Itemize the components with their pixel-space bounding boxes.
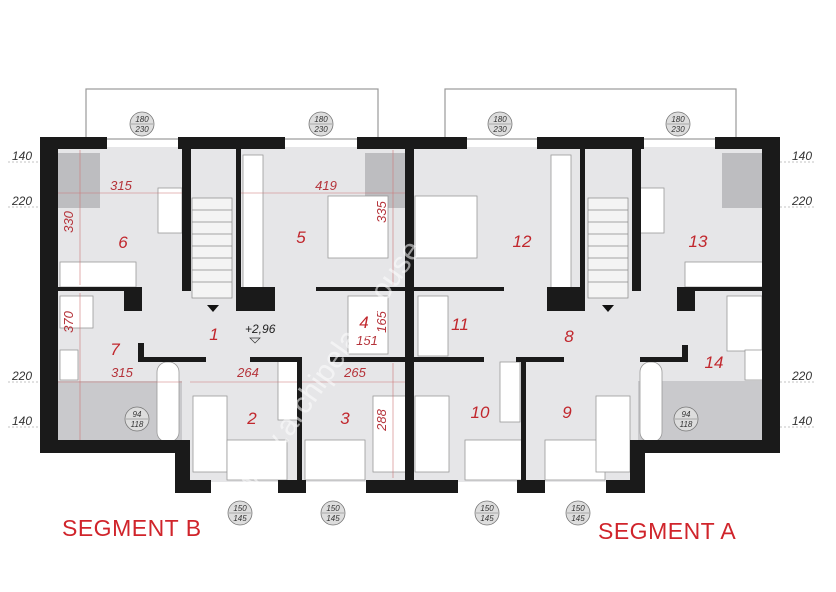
- level-label: 140: [792, 414, 812, 428]
- svg-text:145: 145: [326, 514, 340, 523]
- dimension-label: 151: [356, 333, 378, 348]
- balcony-left: [85, 88, 379, 140]
- dimension-label: 264: [236, 365, 259, 380]
- room-number: 6: [118, 233, 128, 252]
- staircase-left: [191, 197, 233, 312]
- dimension-label: 335: [374, 200, 389, 222]
- wet-areas: [58, 153, 767, 447]
- dimension-label: 265: [343, 365, 366, 380]
- room-number: 8: [564, 327, 574, 346]
- room-number: 12: [513, 232, 532, 251]
- svg-text:180: 180: [314, 115, 328, 124]
- level-mark-icon: [249, 337, 261, 344]
- segment-a-label: SEGMENT A: [598, 518, 737, 544]
- svg-text:150: 150: [480, 504, 494, 513]
- dimension-label: 315: [110, 178, 132, 193]
- svg-text:230: 230: [670, 125, 685, 134]
- balcony-right: [444, 88, 737, 140]
- room-number: 10: [471, 403, 490, 422]
- dimension-label: 419: [315, 178, 337, 193]
- level-label: 140: [12, 414, 32, 428]
- dimension-lines: [58, 150, 405, 478]
- svg-text:94: 94: [133, 410, 142, 419]
- dimension-label: 315: [111, 365, 133, 380]
- svg-text:230: 230: [134, 125, 149, 134]
- svg-text:145: 145: [480, 514, 494, 523]
- room-number: 13: [689, 232, 708, 251]
- svg-text:150: 150: [326, 504, 340, 513]
- room-number: 9: [562, 403, 572, 422]
- dimension-label: 165: [374, 310, 389, 332]
- svg-text:145: 145: [233, 514, 247, 523]
- side-levels: [8, 161, 815, 428]
- room-number: 3: [340, 409, 350, 428]
- dimension-label: 288: [374, 408, 389, 431]
- room-number: 2: [246, 409, 257, 428]
- level-label: 220: [11, 369, 32, 383]
- room-number: 7: [110, 340, 120, 359]
- level-label: 140: [792, 149, 812, 163]
- room-number: 11: [451, 315, 469, 334]
- svg-text:118: 118: [131, 420, 144, 429]
- staircase-right: [587, 197, 629, 312]
- room-number: 14: [705, 353, 724, 372]
- svg-text:180: 180: [671, 115, 685, 124]
- segment-b-label: SEGMENT B: [62, 515, 202, 541]
- dimension-label: 330: [61, 210, 76, 232]
- svg-text:94: 94: [682, 410, 691, 419]
- svg-text:180: 180: [135, 115, 149, 124]
- svg-text:118: 118: [680, 420, 693, 429]
- svg-text:180: 180: [493, 115, 507, 124]
- svg-text:230: 230: [313, 125, 328, 134]
- level-label: 220: [791, 194, 812, 208]
- room-number: 1: [209, 325, 218, 344]
- furniture: [59, 154, 766, 481]
- room-number: 4: [359, 313, 368, 332]
- level-label: 220: [791, 369, 812, 383]
- level-mark: +2,96: [245, 322, 276, 336]
- walls: [40, 137, 780, 493]
- room-number: 5: [296, 228, 306, 247]
- level-label: 140: [12, 149, 32, 163]
- svg-text:150: 150: [571, 504, 585, 513]
- svg-text:230: 230: [492, 125, 507, 134]
- svg-text:150: 150: [233, 504, 247, 513]
- svg-text:145: 145: [571, 514, 585, 523]
- level-label: 220: [11, 194, 32, 208]
- dimension-label: 370: [61, 310, 76, 332]
